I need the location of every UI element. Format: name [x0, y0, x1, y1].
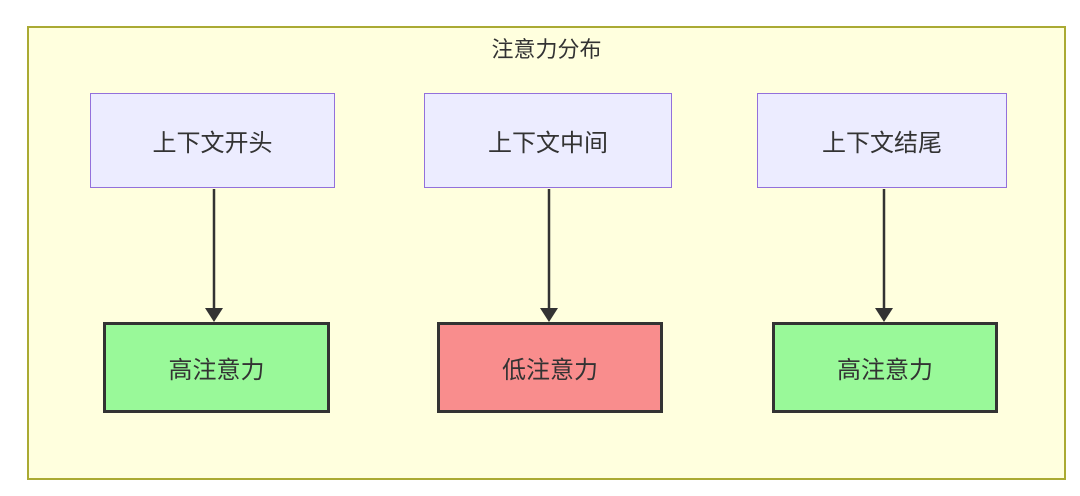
diagram-title: 注意力分布: [491, 37, 602, 62]
node-low-attention-middle: 低注意力: [437, 322, 663, 413]
node-high-attention-left: 高注意力: [103, 322, 330, 413]
node-high-attention-right: 高注意力: [772, 322, 998, 413]
node-context-end: 上下文结尾: [757, 93, 1007, 188]
node-context-middle: 上下文中间: [424, 93, 672, 188]
node-context-begin: 上下文开头: [90, 93, 335, 188]
